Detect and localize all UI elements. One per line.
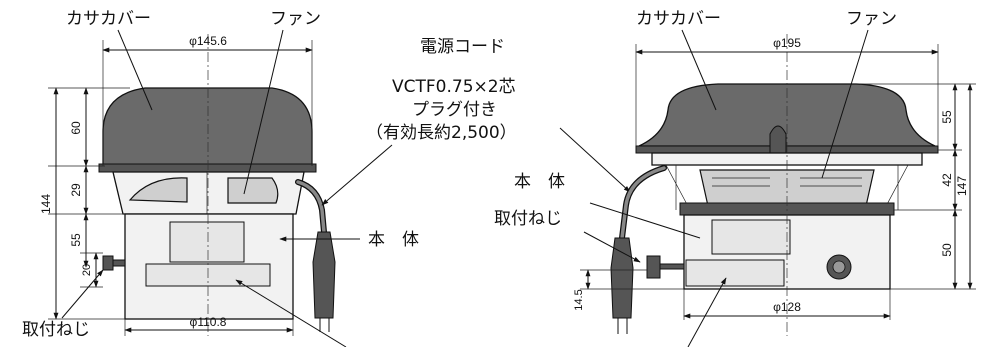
right-unit-drawing: [610, 34, 939, 336]
cord-specification-note: 電源コード VCTF0.75×2芯 プラグ付き （有効長約2,500）: [321, 37, 631, 206]
left-dimensions: φ145.6 φ110.8 144 60 29 55 20: [39, 34, 313, 336]
left-unit-drawing: [98, 34, 336, 336]
left-fan-vent-left: [128, 177, 188, 203]
right-screw-head-icon: [646, 255, 661, 279]
right-fan-label: ファン: [846, 9, 897, 29]
right-top-width-dim: φ195: [773, 36, 801, 50]
right-bottom-width-dim: φ128: [773, 300, 801, 314]
right-screw-shaft: [659, 263, 685, 270]
right-body-height-dim: 50: [940, 243, 954, 257]
left-screw-height-dim: 20: [81, 264, 93, 276]
right-cover-knob: [769, 125, 787, 154]
right-fan-height-dim: 42: [940, 173, 954, 187]
left-body-window: [169, 221, 245, 263]
cord-note-length: （有効長約2,500）: [366, 123, 517, 143]
left-cover-label: カサカバー: [66, 9, 151, 29]
left-plug-body: [312, 231, 336, 319]
left-cover-rim: [98, 163, 317, 173]
right-screw-label: 取付ねじ: [494, 209, 562, 229]
left-cover-height-dim: 60: [69, 121, 83, 135]
left-fan-height-dim: 29: [69, 183, 83, 197]
left-screw-label: 取付ねじ: [22, 320, 90, 340]
left-fan-vent-right: [227, 177, 279, 204]
right-total-height-dim: 147: [955, 176, 969, 196]
left-umbrella-cover: [102, 87, 313, 167]
right-plug-body: [610, 237, 634, 319]
left-total-height-dim: 144: [39, 194, 53, 214]
left-screw-head-icon: [102, 255, 114, 271]
left-top-width-dim: φ145.6: [189, 34, 227, 48]
cord-note-plug: プラグ付き: [412, 100, 497, 120]
right-frame-struts: [665, 164, 909, 211]
left-body-height-dim: 55: [69, 233, 83, 247]
left-screw-shaft: [112, 259, 126, 267]
right-cover-height-dim: 55: [940, 110, 954, 124]
right-dimensions: φ195 φ128 147 55 42 50 14.5: [573, 36, 976, 320]
right-cover-label: カサカバー: [636, 9, 721, 29]
cord-note-title: 電源コード: [420, 37, 505, 57]
cord-note-leader-left: [321, 144, 393, 206]
left-bottom-width-dim: φ110.8: [190, 315, 227, 329]
right-screw-height-dim: 14.5: [573, 289, 585, 310]
cord-note-spec: VCTF0.75×2芯: [392, 77, 516, 97]
left-fan-label: ファン: [270, 9, 321, 29]
left-labels: カサカバー ファン 本 体 取付ねじ: [22, 9, 419, 347]
right-label-plate: [685, 259, 785, 287]
right-body-window: [711, 219, 791, 255]
cord-note-leader-right: [559, 127, 631, 193]
left-body-label: 本 体: [368, 230, 419, 250]
right-labels: カサカバー ファン 本 体 取付ねじ: [494, 9, 897, 347]
right-body-label: 本 体: [514, 172, 565, 192]
